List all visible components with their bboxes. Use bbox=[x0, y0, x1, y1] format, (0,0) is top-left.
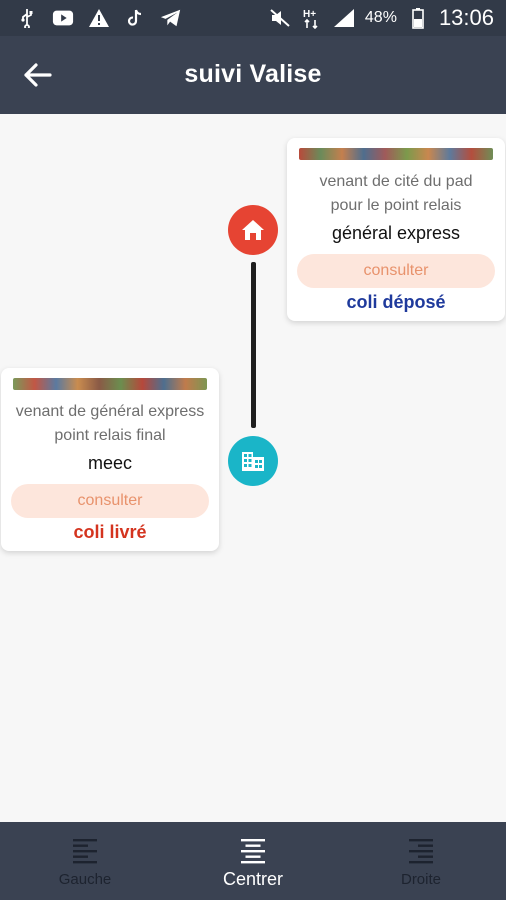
card-image-strip bbox=[299, 148, 493, 160]
card-destination: meec bbox=[87, 453, 132, 473]
tiktok-icon bbox=[124, 8, 146, 28]
arrow-left-icon bbox=[24, 63, 52, 87]
tab-label: Gauche bbox=[58, 871, 112, 888]
card-origin: venant de général express point relais f… bbox=[1, 400, 219, 448]
align-left-icon bbox=[73, 839, 97, 864]
timeline-connector bbox=[251, 262, 256, 428]
relay-text: point relais final bbox=[54, 427, 166, 444]
home-icon bbox=[242, 220, 264, 240]
consult-button[interactable]: consulter bbox=[11, 484, 209, 518]
back-button[interactable] bbox=[20, 58, 58, 92]
tab-label: Centrer bbox=[222, 869, 284, 889]
timeline-node-building bbox=[228, 436, 278, 486]
timeline-card-depose: venant de cité du pad pour le point rela… bbox=[287, 138, 505, 321]
usb-icon bbox=[16, 8, 38, 28]
status-label: coli livré bbox=[73, 522, 147, 542]
building-icon bbox=[242, 452, 264, 471]
youtube-icon bbox=[52, 8, 74, 28]
origin-text: venant de général express bbox=[15, 403, 205, 420]
align-center-icon bbox=[241, 839, 265, 864]
warning-icon bbox=[88, 8, 110, 28]
consult-button[interactable]: consulter bbox=[297, 254, 495, 288]
telegram-icon bbox=[160, 8, 182, 28]
status-icons-right: H+ 48% 13:06 bbox=[269, 5, 494, 31]
origin-text: venant de cité du pad bbox=[319, 173, 473, 190]
card-destination: général express bbox=[331, 223, 461, 243]
status-bar: H+ 48% 13:06 bbox=[0, 0, 506, 36]
tab-label: Droite bbox=[400, 871, 441, 888]
relay-text: pour le point relais bbox=[330, 197, 462, 214]
card-origin: venant de cité du pad pour le point rela… bbox=[287, 170, 505, 218]
align-right-icon bbox=[409, 839, 433, 864]
timeline-node-home bbox=[228, 205, 278, 255]
battery-percent: 48% bbox=[364, 9, 397, 26]
card-image-strip bbox=[13, 378, 207, 390]
page-title: suivi Valise bbox=[184, 60, 322, 88]
signal-icon bbox=[333, 8, 355, 28]
bottom-nav: Gauche Centrer Droite bbox=[0, 822, 506, 900]
tab-gauche[interactable]: Gauche bbox=[1, 822, 169, 900]
mute-icon bbox=[269, 8, 291, 28]
timeline-card-livre: venant de général express point relais f… bbox=[1, 368, 219, 551]
tab-centrer[interactable]: Centrer bbox=[169, 822, 337, 900]
status-label: coli déposé bbox=[346, 292, 446, 312]
app-bar: suivi Valise bbox=[0, 36, 506, 114]
clock: 13:06 bbox=[438, 5, 494, 30]
tab-droite[interactable]: Droite bbox=[337, 822, 505, 900]
battery-icon bbox=[407, 8, 429, 29]
data-hplus-icon: H+ bbox=[301, 8, 323, 29]
status-icons-left bbox=[16, 6, 182, 30]
svg-text:H+: H+ bbox=[303, 9, 316, 20]
